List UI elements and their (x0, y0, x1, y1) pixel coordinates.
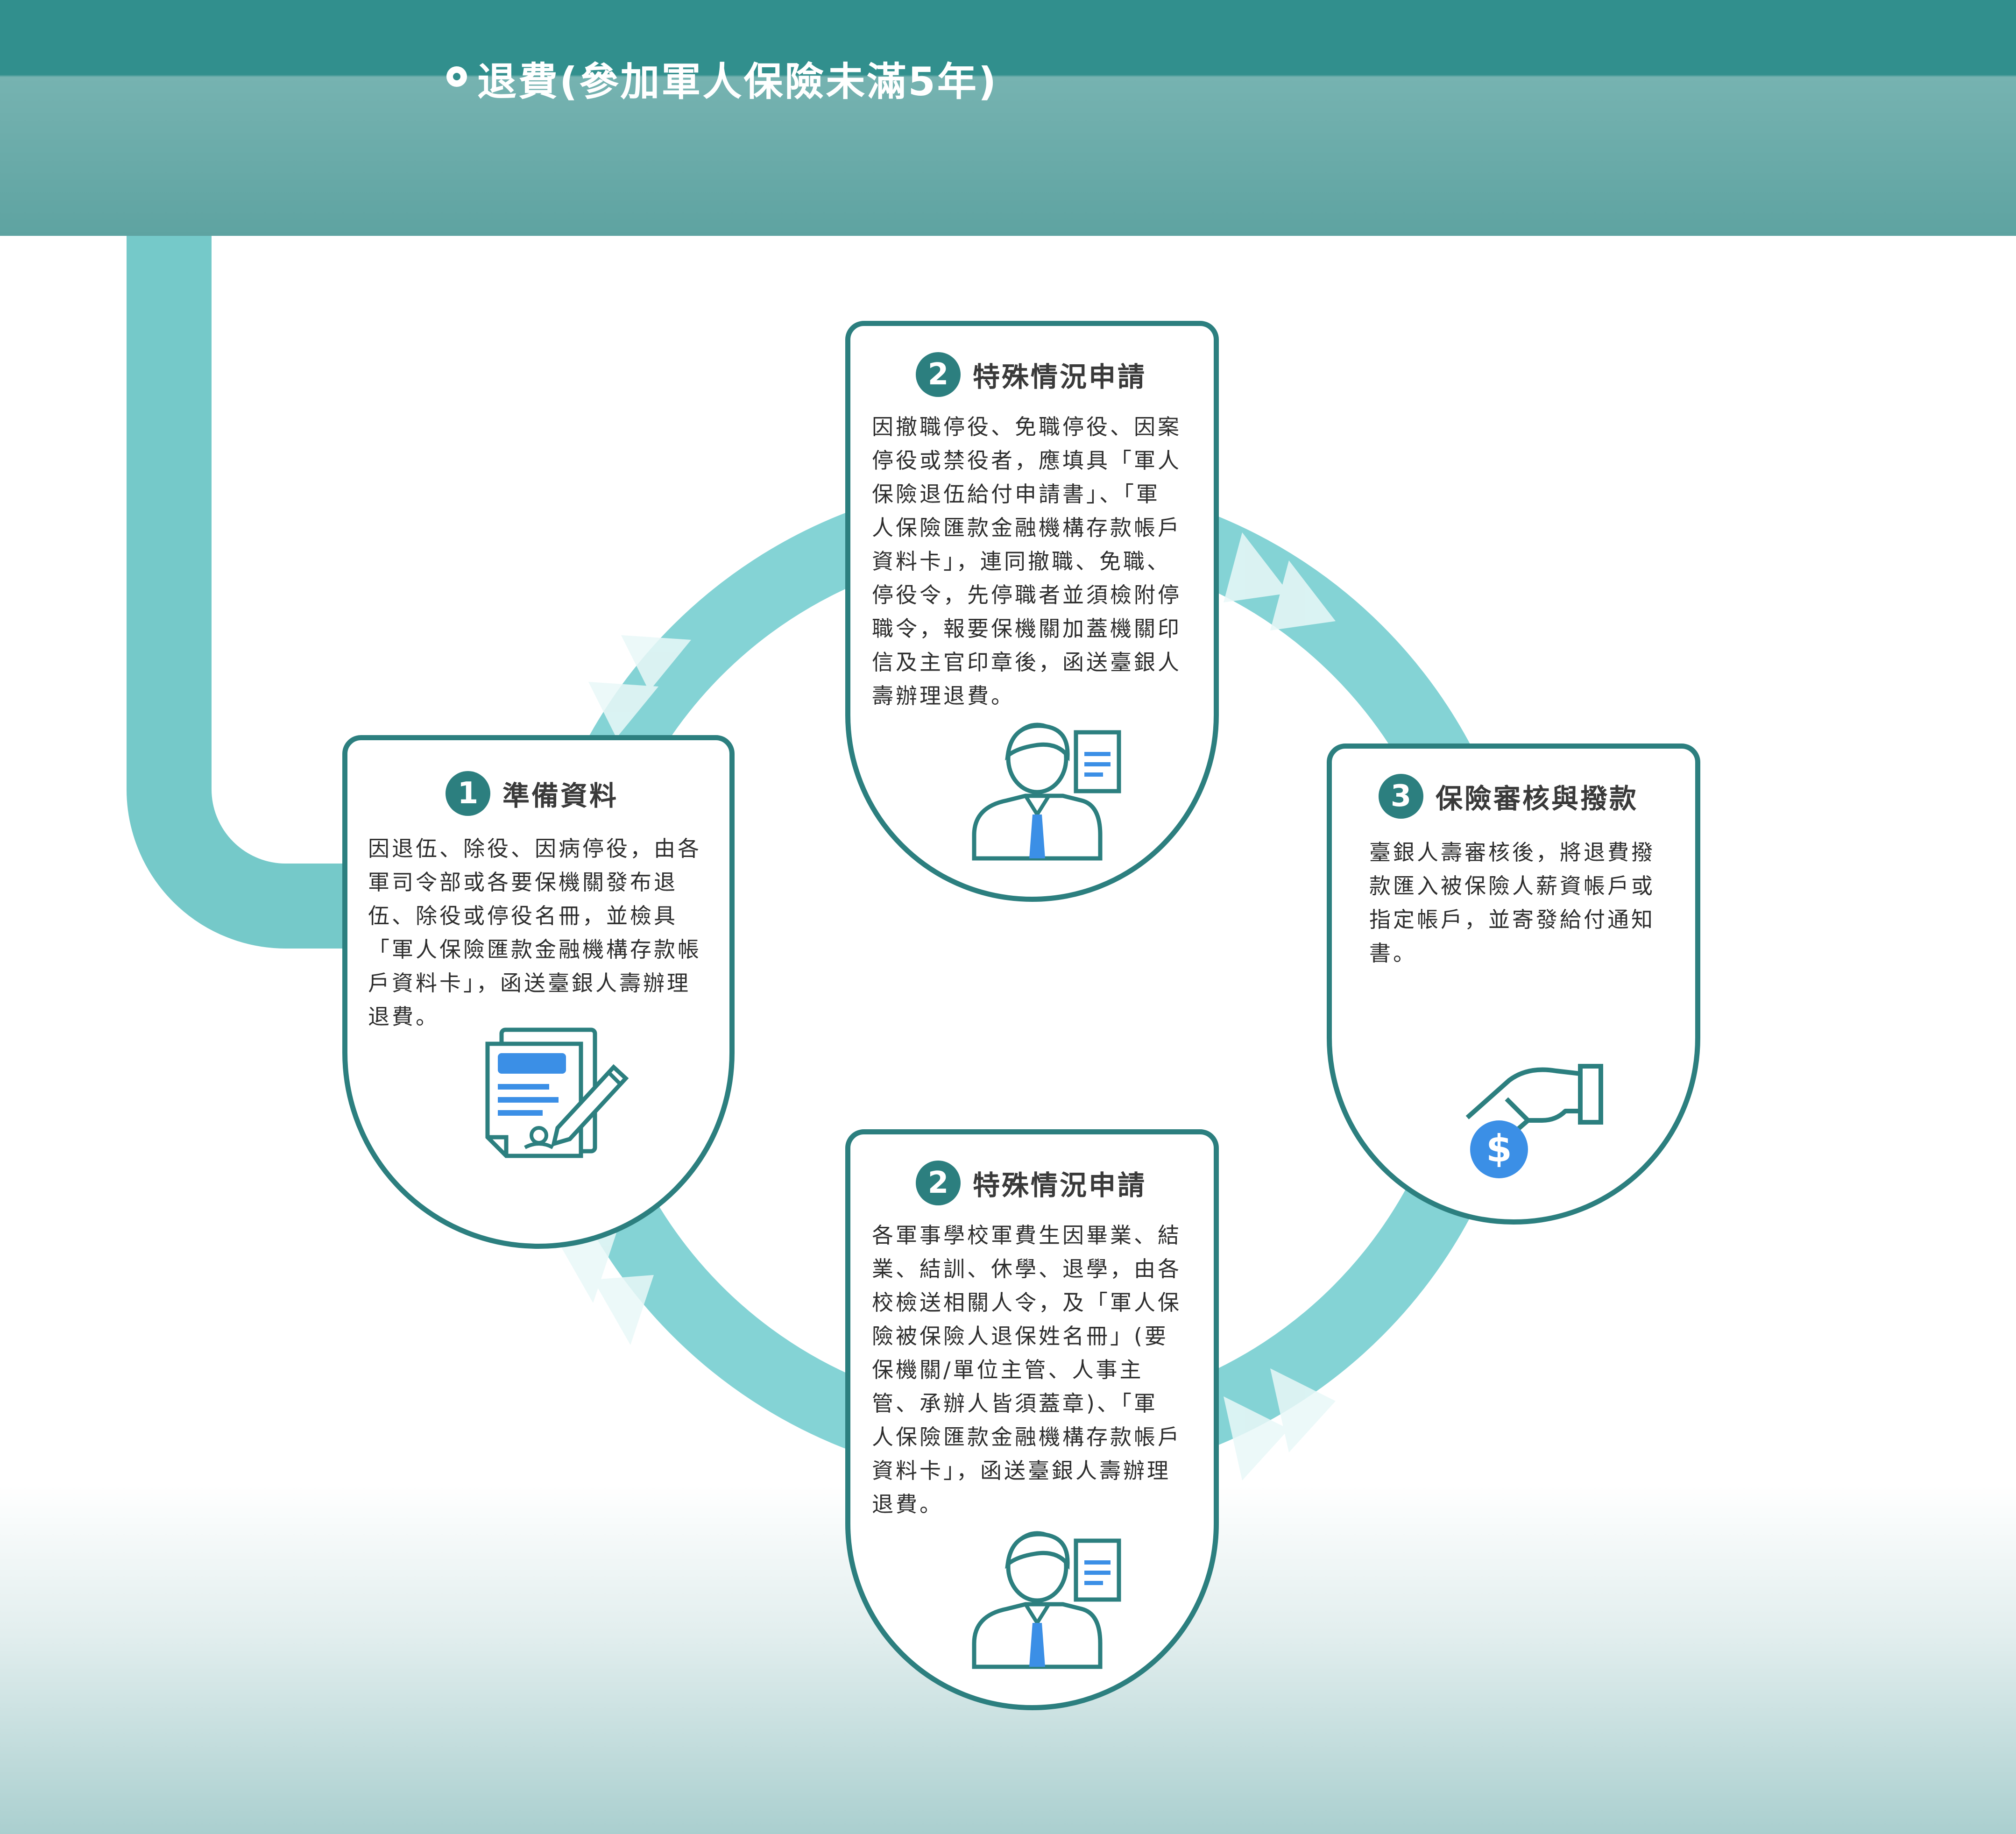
step-description-line: 資料卡」，連同撤職、免職、 (872, 549, 1171, 574)
signed-document-with-pen-icon (485, 1027, 629, 1158)
step-description-line: 壽辦理退費。 (872, 683, 1015, 708)
step-description-line: 款匯入被保險人薪資帳戶或 (1369, 873, 1655, 899)
step-description-line: 資料卡」，函送臺銀人壽辦理 (872, 1458, 1171, 1483)
step-description-line: 管、承辦人皆須蓋章)、「軍 (872, 1391, 1158, 1416)
step-description-line: 臺銀人壽審核後，將退費撥 (1369, 840, 1655, 865)
arrow-upper-right-icon (1224, 532, 1336, 630)
step-description-line: 各軍事學校軍費生因畢業、結 (872, 1223, 1181, 1248)
step-description-line: 保機關/單位主管、人事主 (872, 1357, 1144, 1382)
step-description-line: 人保險匯款金融機構存款帳戶 (872, 515, 1181, 540)
step-number-badge: 2 (916, 352, 961, 397)
step-description-line: 伍、除役或停役名冊，並檢具 (368, 903, 678, 928)
step-card-3: 3 保險審核與撥款 臺銀人壽審核後，將退費撥 款匯入被保險人薪資帳戶或 指定帳戶… (1327, 744, 1700, 1225)
step-title: 保險審核與撥款 (1436, 783, 1639, 814)
step-number-badge: 1 (446, 771, 490, 816)
officer-with-document-icon (972, 1531, 1121, 1669)
step-description-line: 因退伍、除役、因病停役，由各 (368, 836, 701, 861)
step-number-badge: 3 (1379, 774, 1423, 819)
arrow-lower-right-icon (1224, 1368, 1336, 1480)
step-description-line: 退費。 (368, 1004, 439, 1029)
arrow-lower-left-icon (556, 1233, 654, 1345)
step-description-line: 軍司令部或各要保機關發布退 (368, 870, 678, 895)
step-card-2-top: 2 特殊情況申請 因撤職停役、免職停役、因案 停役或禁役者，應填具「軍人 保險退… (845, 321, 1219, 902)
step-title: 特殊情況申請 (973, 361, 1147, 393)
arrow-upper-left-icon (588, 635, 691, 738)
step-title: 特殊情況申請 (973, 1169, 1147, 1201)
step-description-line: 保險退伍給付申請書」、「軍 (872, 482, 1160, 507)
step-description-line: 險被保險人退保姓名冊」(要 (872, 1324, 1168, 1349)
step-description-line: 人保險匯款金融機構存款帳戶 (872, 1424, 1181, 1450)
step-description: 因撤職停役、免職停役、因案 停役或禁役者，應填具「軍人 保險退伍給付申請書」、「… (872, 410, 1181, 713)
step-card-1: 1 準備資料 因退伍、除役、因病停役，由各 軍司令部或各要保機關發布退 伍、除役… (342, 735, 735, 1249)
step-description: 因退伍、除役、因病停役，由各 軍司令部或各要保機關發布退 伍、除役或停役名冊，並… (368, 832, 701, 1034)
step-description-line: 停役令，先停職者並須檢附停 (872, 582, 1181, 608)
step-description-line: 因撤職停役、免職停役、因案 (872, 414, 1181, 439)
step-description-line: 職令，報要保機關加蓋機關印 (872, 616, 1181, 641)
step-description-line: 業、結訓、休學、退學，由各 (872, 1256, 1181, 1282)
step-number-badge: 2 (916, 1161, 961, 1205)
step-description-line: 信及主官印章後，函送臺銀人 (872, 650, 1181, 675)
step-description-line: 戶資料卡」，函送臺銀人壽辦理 (368, 970, 691, 996)
title-bullet-icon (446, 66, 467, 87)
page-title: 退費(參加軍人保險未滿5年) (477, 59, 998, 105)
header-banner: 退費(參加軍人保險未滿5年) (0, 0, 2016, 236)
step-description: 臺銀人壽審核後，將退費撥 款匯入被保險人薪資帳戶或 指定帳戶，並寄發給付通知 書… (1369, 836, 1655, 970)
svg-text:$: $ (1486, 1127, 1512, 1170)
step-description-line: 「軍人保險匯款金融機構存款帳 (368, 937, 701, 962)
step-description: 各軍事學校軍費生因畢業、結 業、結訓、休學、退學，由各 校檢送相關人令，及「軍人… (872, 1218, 1181, 1521)
step-description-line: 指定帳戶，並寄發給付通知 (1369, 907, 1655, 932)
step-description-line: 停役或禁役者，應填具「軍人 (872, 448, 1181, 473)
step-description-line: 書。 (1369, 941, 1417, 966)
step-description-line: 校檢送相關人令，及「軍人保 (872, 1290, 1181, 1315)
step-description-line: 退費。 (872, 1492, 943, 1517)
step-card-2-bottom: 2 特殊情況申請 各軍事學校軍費生因畢業、結 業、結訓、休學、退學，由各 校檢送… (845, 1129, 1219, 1710)
connector-path (127, 236, 355, 949)
officer-with-document-icon (972, 722, 1121, 861)
step-title: 準備資料 (502, 780, 619, 812)
hand-with-dollar-coin-icon: $ (1465, 1064, 1603, 1178)
